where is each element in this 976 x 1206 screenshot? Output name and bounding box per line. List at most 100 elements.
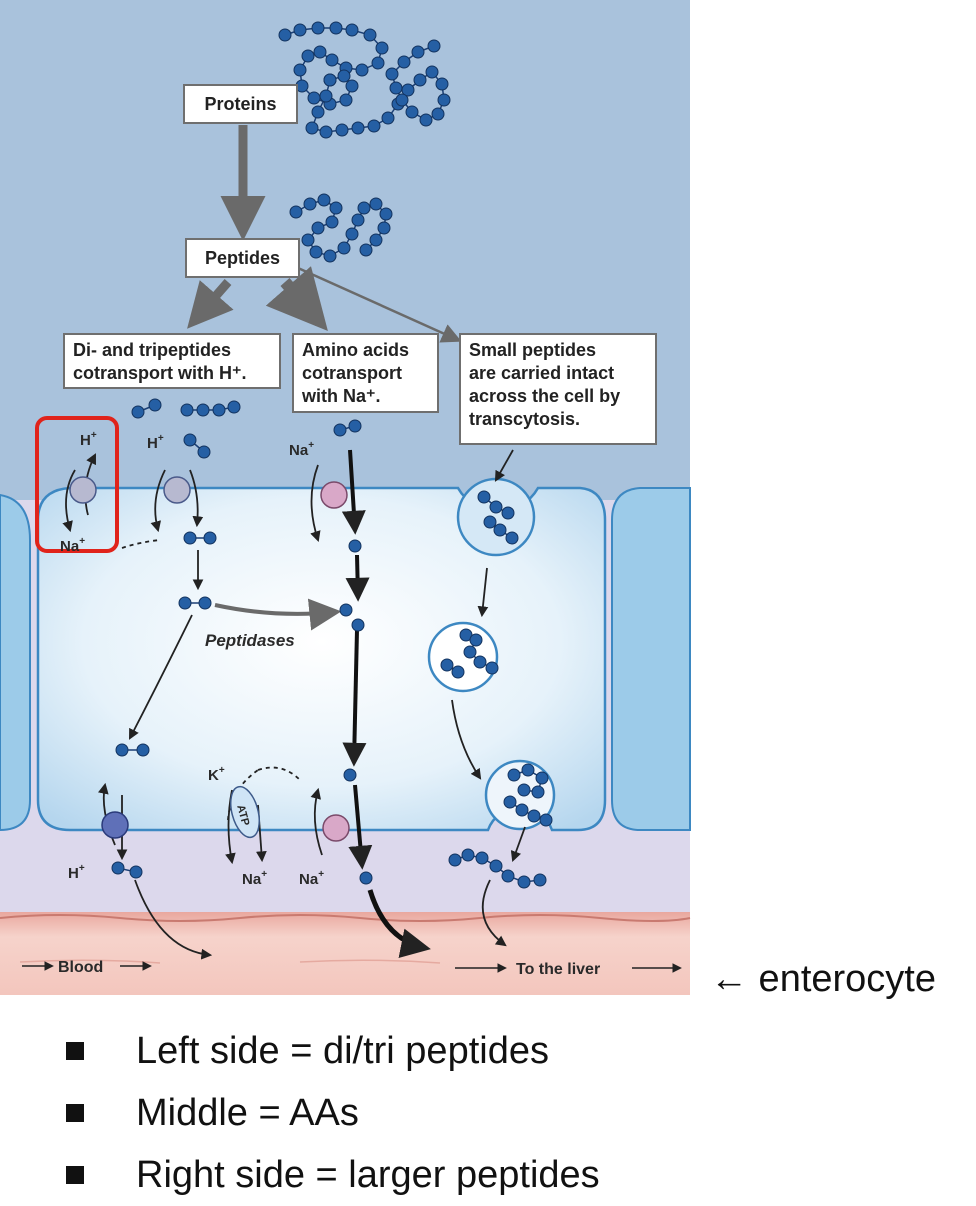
peptides-to-dipeptides-arrow [187,279,234,329]
amino-acid-bead [505,531,519,545]
amino-acid-bead [437,93,451,107]
amino-acid-bead [371,56,385,70]
amino-acid-bead [427,39,441,53]
amino-acid-bead [301,233,315,247]
amino-acid-bead [198,596,212,610]
amino-acid-bead [197,445,211,459]
h-ion-label-3: H+ [68,863,85,882]
highlight-box [35,416,119,553]
amino-acid-bead [397,55,411,69]
amino-acid-bead [503,795,517,809]
right-neighbor-cell [611,487,691,831]
peptidases-label: Peptidases [205,631,295,650]
amino-acid-bead [319,89,333,103]
amino-acid-bead [473,655,487,669]
amino-acid-bead [196,403,210,417]
amino-acid-bead [227,400,241,414]
bullet-item: Middle = AAs [60,1082,600,1144]
amino-acid-bead [111,861,125,875]
amino-acid-bead [335,123,349,137]
bullet-square-icon [66,1042,84,1060]
amino-acid-bead [348,539,362,553]
amino-acid-bead [325,215,339,229]
amino-acid-bead [379,207,393,221]
amino-acid-bead [440,658,454,672]
amino-acid-bead [395,93,409,107]
amino-acid-bead [329,21,343,35]
amino-acid-bead [405,105,419,119]
amino-acid-bead [289,205,303,219]
amino-acid-bead [180,403,194,417]
amino-acid-bead [323,249,337,263]
amino-acid-bead [381,111,395,125]
amino-acid-bead [448,853,462,867]
amino-acid-bead [485,661,499,675]
amino-acid-bead [375,41,389,55]
blood-vessel [0,912,690,995]
amino-acid-bead [319,125,333,139]
bullet-item: Left side = di/tri peptides [60,1020,600,1082]
proteins-box: Proteins [183,84,298,124]
amino-acids-box: Amino acids cotransport with Na⁺. [292,333,439,413]
amino-line-2: cotransport [302,363,403,383]
amino-line-1: Amino acids [302,340,410,360]
h-peptide-cotransporter [163,476,191,504]
amino-acid-bead [203,531,217,545]
bullet-square-icon [66,1104,84,1122]
amino-acid-bead [413,73,427,87]
na-k-atpase [230,785,260,839]
k-ion-label: K+ [208,765,225,784]
amino-acid-bead [178,596,192,610]
amino-acid-bead [329,201,343,215]
peptides-box: Peptides [185,238,300,278]
amino-acid-bead [489,500,503,514]
amino-acid-bead [337,241,351,255]
amino-acid-bead [501,506,515,520]
amino-acid-beads [111,21,553,889]
peptides-to-amino-arrow [265,266,328,332]
amino-acid-bead [351,618,365,632]
amino-acid-bead [293,23,307,37]
amino-acid-bead [451,665,465,679]
h-ion-label-2: H+ [147,433,164,452]
amino-acid-bead [535,771,549,785]
amino-acid-bead [363,28,377,42]
amino-acid-bead [527,809,541,823]
amino-acid-bead [521,763,535,777]
amino-acid-bead [309,245,323,259]
amino-acid-bead [367,119,381,133]
na-ion-label-2: Na+ [289,440,314,459]
amino-acid-bead [533,873,547,887]
small-line-4: transcytosis. [469,409,581,429]
amino-acid-bead [136,743,150,757]
blood-flow-label: Blood [22,959,152,976]
amino-acid-bead [355,63,369,77]
amino-acid-bead [507,768,521,782]
amino-acid-bead [115,743,129,757]
amino-acid-bead [348,419,362,433]
amino-acid-bead [477,490,491,504]
amino-acid-main-arrow [341,449,431,958]
amino-acid-bead [357,201,371,215]
amino-acid-bead [305,121,319,135]
bullet-list: Left side = di/tri peptides Middle = AAs… [60,1020,600,1206]
h-na-exchanger-left [69,476,97,504]
amino-acid-bead [531,785,545,799]
amino-acid-bead [515,803,529,817]
amino-acid-bead [419,113,433,127]
amino-acid-bead [301,49,315,63]
na-ion-label-3: Na+ [242,869,267,888]
amino-acid-bead [293,63,307,77]
h-ion-label-1: H+ [80,430,97,449]
amino-acid-bead [369,233,383,247]
amino-acid-bead [385,67,399,81]
amino-acid-bead [359,243,373,257]
amino-acid-bead [461,848,475,862]
amino-acid-bead [333,423,347,437]
amino-acid-bead [351,213,365,227]
amino-acid-bead [501,869,515,883]
amino-acid-bead [343,768,357,782]
amino-acid-bead [317,193,331,207]
amino-acid-bead [303,197,317,211]
amino-acid-bead [345,79,359,93]
